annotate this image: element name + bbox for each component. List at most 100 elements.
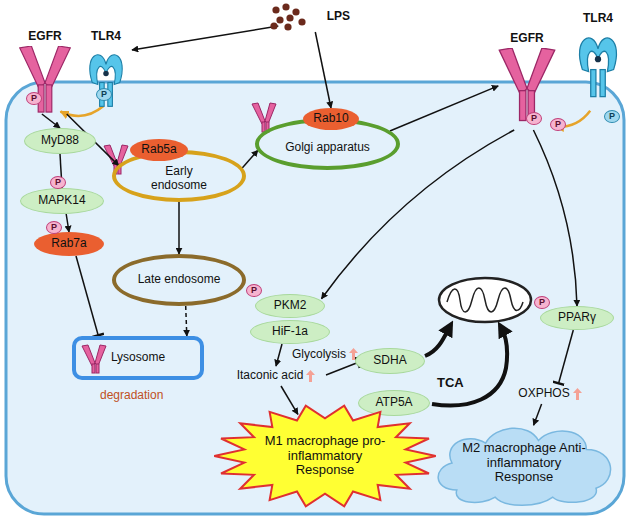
- receptor-egfr: EGFR: [14, 30, 76, 114]
- node-content: ATP5A: [359, 391, 429, 415]
- tca-arrow: [425, 326, 450, 356]
- phospho-label: P: [251, 285, 257, 295]
- mitochondrion: [439, 278, 531, 322]
- phospho-badge: P: [96, 88, 112, 101]
- node-label: ATP5A: [375, 396, 412, 410]
- phospho-badge: P: [50, 176, 66, 189]
- node-content: HiF-1a: [251, 321, 329, 343]
- inhibition-connector: [76, 256, 98, 336]
- node-label: MAPK14: [38, 194, 85, 208]
- phospho-label: P: [51, 222, 57, 232]
- phospho-badge: P: [534, 296, 550, 309]
- phospho-badge: P: [26, 92, 42, 105]
- node-content: Late endosome: [116, 258, 242, 302]
- label-wrap: TCA: [437, 375, 464, 390]
- node-label: Itaconic acid: [237, 369, 304, 383]
- protein-ellipse: HiF-1a: [250, 320, 330, 344]
- node-label: Early endosome: [137, 165, 221, 193]
- node-label: Lysosome: [111, 351, 165, 365]
- phospho-badge: P: [550, 118, 566, 131]
- protein-ellipse: Rab7a: [34, 232, 104, 256]
- node-content: M2 macrophage Anti-inflammatory Response: [428, 418, 620, 508]
- arrow-connector: [315, 32, 331, 108]
- receptor-tlr4: TLR4: [572, 12, 624, 116]
- node-label: Rab7a: [51, 237, 86, 251]
- node-content: Early endosome: [116, 154, 242, 198]
- protein-ellipse: PKM2: [255, 294, 325, 318]
- node-content: Lysosome: [76, 340, 200, 376]
- node-content: EGFR: [14, 30, 76, 44]
- arrow-connector: [281, 386, 298, 414]
- egfr-graphic: [14, 46, 76, 114]
- node-label: EGFR: [510, 32, 543, 46]
- arrow-connector: [276, 344, 282, 366]
- response-cloud: M2 macrophage Anti-inflammatory Response: [428, 418, 620, 508]
- arrow-connector: [132, 26, 278, 50]
- node-label: Late endosome: [137, 273, 221, 287]
- response-starburst: M1 macrophage pro-inflammatory Response: [212, 404, 438, 508]
- inhibition-connector: [326, 362, 359, 375]
- node-content: MyD88: [25, 129, 95, 153]
- node-content: Rab5a: [130, 139, 188, 161]
- protein-ellipse: MyD88: [24, 128, 96, 154]
- arrow-connector: [178, 202, 180, 254]
- organelle-ellipse: Late endosome: [112, 254, 246, 306]
- node-content: TLR4: [80, 30, 132, 44]
- node-label: TLR4: [91, 30, 121, 44]
- cell-membrane: [6, 82, 624, 514]
- node-content: MAPK14: [21, 189, 103, 213]
- protein-ellipse: Rab10: [303, 108, 359, 130]
- increase-arrow: [573, 388, 582, 400]
- arrow-connector: [533, 130, 577, 306]
- protein-ellipse: MAPK14: [20, 188, 104, 214]
- node-label: M1 macrophage pro-inflammatory Response: [264, 434, 386, 479]
- node-content: TLR4: [572, 12, 624, 26]
- node-content: M1 macrophage pro-inflammatory Response: [212, 404, 438, 508]
- node-content: Rab10: [303, 108, 359, 130]
- label-wrap: Glycolysis: [292, 347, 358, 361]
- lps-particles: [268, 2, 312, 32]
- node-content: EGFR: [495, 32, 559, 46]
- node-label: M2 macrophage Anti-inflammatory Response: [462, 441, 586, 486]
- node-label: OXPHOS: [518, 387, 569, 401]
- node-label: LPS: [327, 10, 350, 24]
- arrow-connector: [534, 404, 542, 425]
- increase-arrow: [349, 348, 358, 360]
- protein-ellipse: Rab5a: [130, 139, 188, 161]
- node-label: Golgi apparatus: [285, 141, 370, 155]
- increase-arrow: [306, 370, 315, 382]
- ligand-label: LPS: [268, 2, 354, 32]
- phospho-badge: P: [526, 112, 542, 125]
- phospho-label: P: [101, 89, 107, 99]
- phospho-badge: P: [246, 284, 262, 297]
- phospho-label: P: [539, 297, 545, 307]
- node-content: PPARγ: [541, 307, 613, 329]
- organelle-ellipse: Early endosomeRab5a: [112, 150, 246, 202]
- node-content: LPS: [268, 2, 354, 32]
- inhibition-connector: [558, 330, 573, 384]
- node-content: OXPHOS: [508, 384, 592, 404]
- node-label: PPARγ: [558, 311, 596, 325]
- node-content: Rab7a: [34, 232, 104, 256]
- label-wrap: degradation: [100, 388, 163, 402]
- tca-arrow: [432, 327, 507, 406]
- lysosome-box: Lysosome: [72, 336, 204, 380]
- arrow-connector: [390, 86, 498, 131]
- phospho-badge: P: [46, 221, 62, 234]
- phospho-label: P: [31, 93, 37, 103]
- node-label: MyD88: [41, 134, 79, 148]
- protein-ellipse: PPARγ: [540, 306, 614, 330]
- protein-ellipse: SDHA: [355, 348, 425, 374]
- node-label: TLR4: [583, 12, 613, 26]
- protein-ellipse: ATP5A: [358, 390, 430, 416]
- phospho-label: P: [609, 111, 615, 121]
- arrow-connector: [66, 214, 69, 232]
- process-label: Glycolysis: [292, 347, 346, 361]
- phospho-badge: P: [604, 110, 620, 123]
- node-content: PKM2: [256, 295, 324, 317]
- node-content: SDHA: [356, 349, 424, 373]
- note-label: degradation: [100, 388, 163, 402]
- phospho-label: P: [555, 119, 561, 129]
- node-label: HiF-1a: [272, 325, 308, 339]
